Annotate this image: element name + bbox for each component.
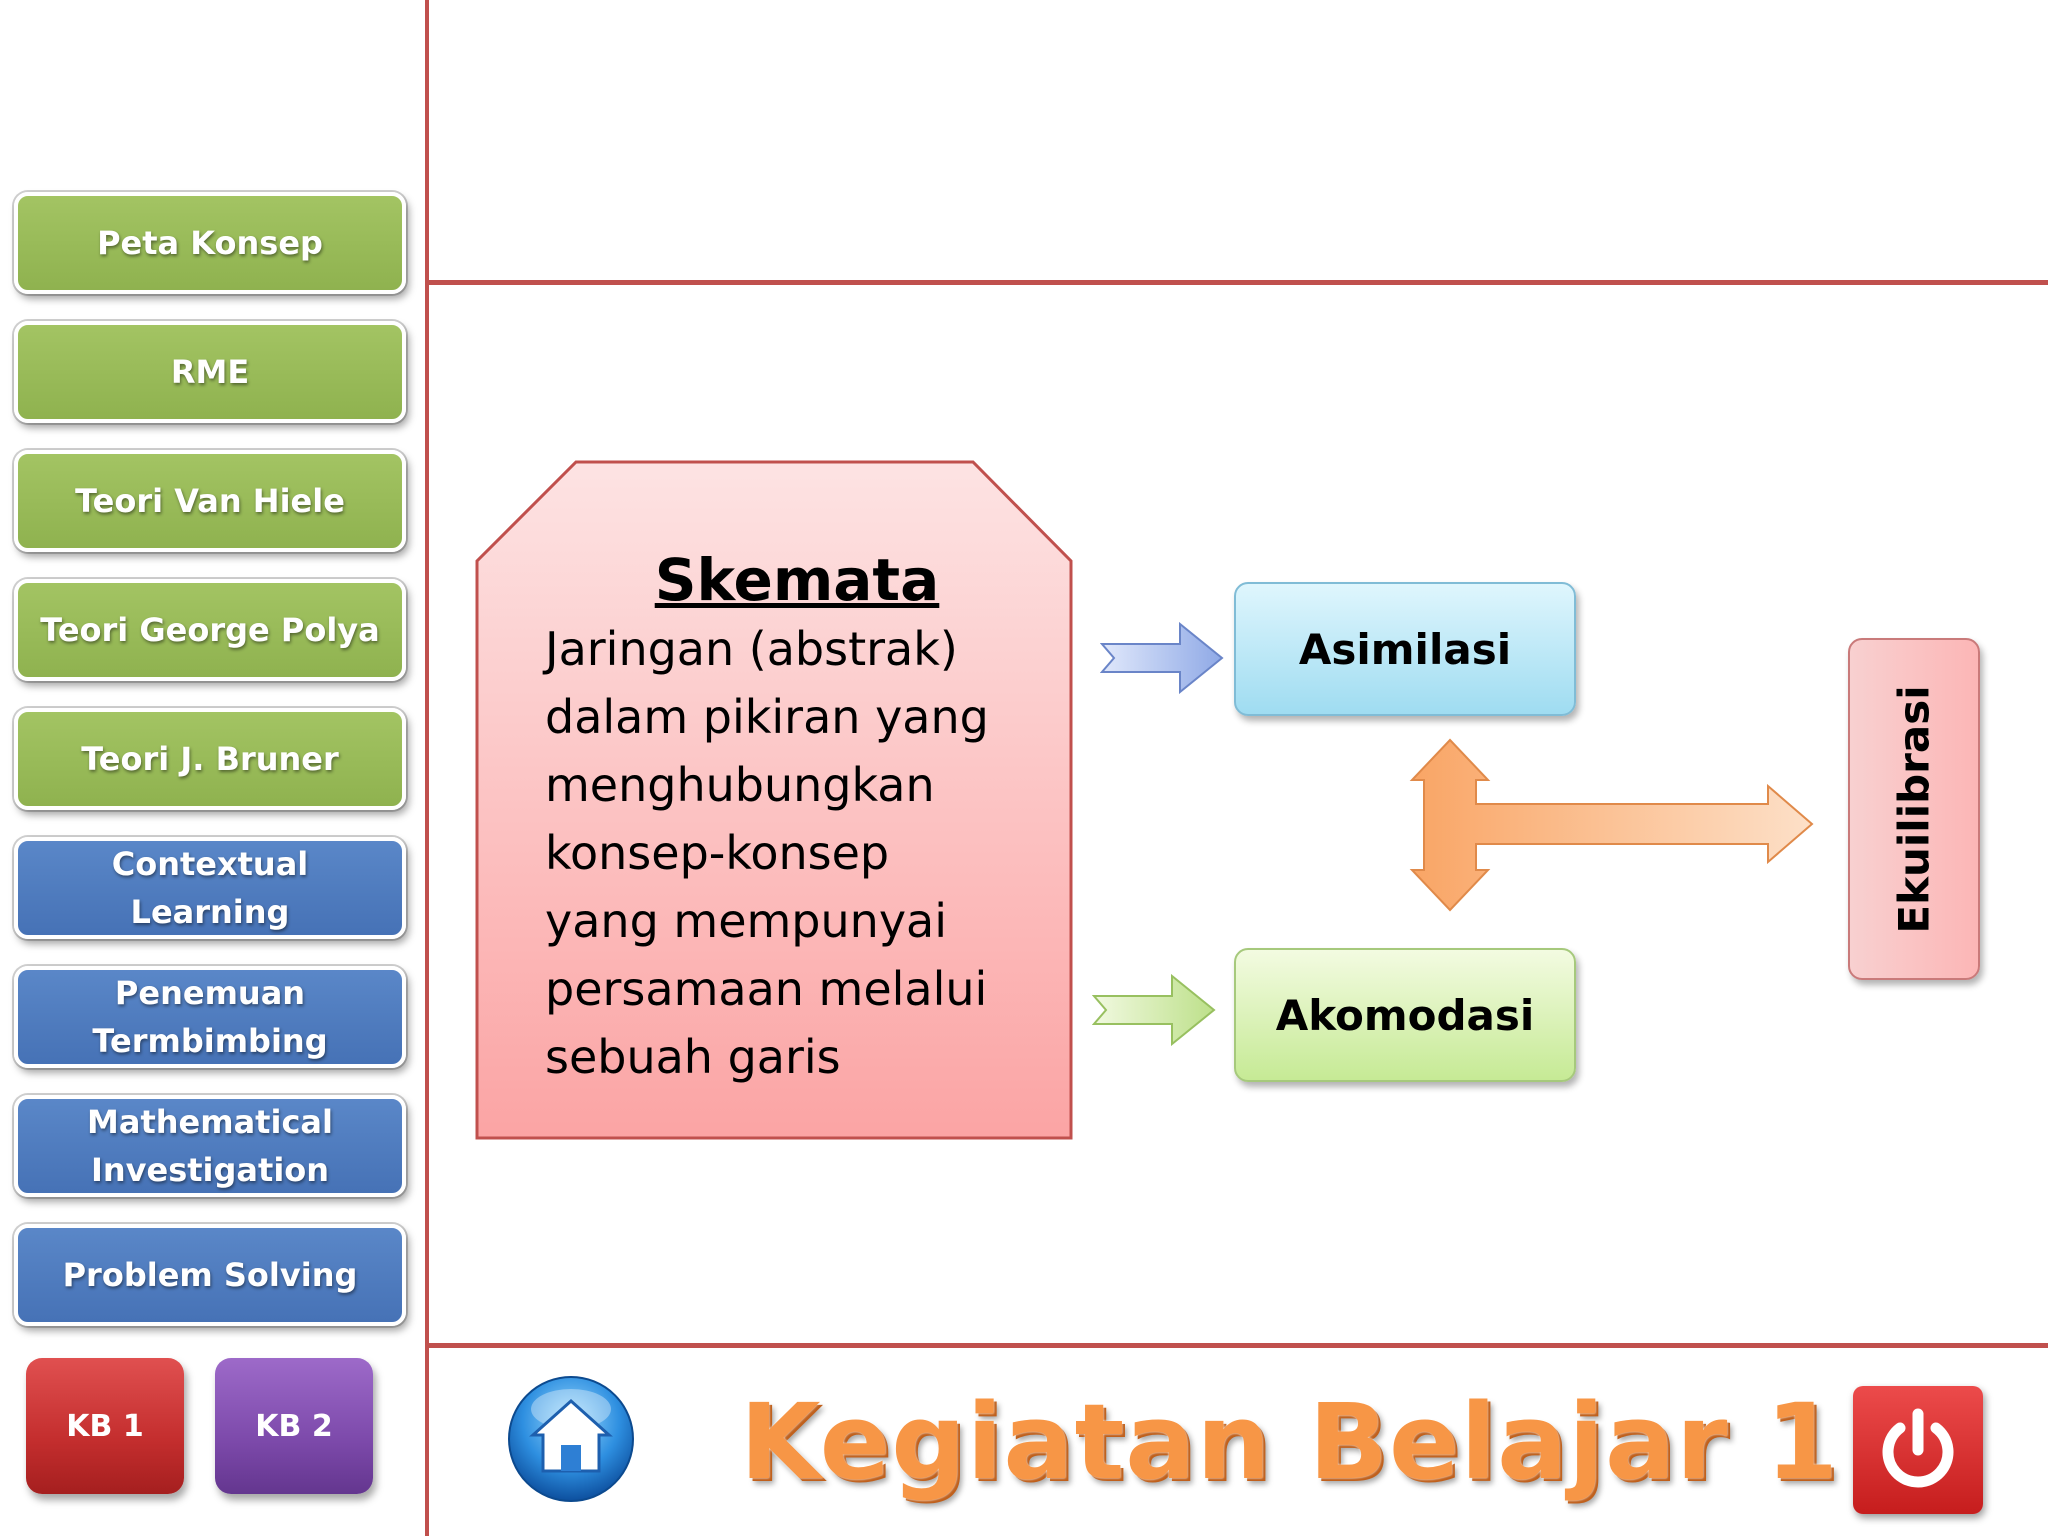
akomodasi-box: Akomodasi (1234, 948, 1576, 1082)
nav-problem-solving[interactable]: Problem Solving (14, 1224, 406, 1326)
kb2-button[interactable]: KB 2 (215, 1358, 373, 1494)
skemata-line: dalam pikiran yang (545, 690, 989, 744)
nav-peta-konsep[interactable]: Peta Konsep (14, 192, 406, 294)
nav-teori-george-polya[interactable]: Teori George Polya (14, 579, 406, 681)
home-icon[interactable] (505, 1373, 637, 1505)
nav-teori-j-bruner[interactable]: Teori J. Bruner (14, 708, 406, 810)
arrow-to-asimilasi-icon (1100, 622, 1224, 694)
nav-contextual-learning[interactable]: Contextual Learning (14, 837, 406, 939)
page-title: Kegiatan Belajar 1 (740, 1381, 1840, 1503)
arrow-to-akomodasi-icon (1092, 974, 1216, 1046)
skemata-line: yang mempunyai (545, 894, 948, 948)
equilibration-arrow-icon (1409, 738, 1814, 912)
footer-divider (429, 1343, 2048, 1348)
asimilasi-box: Asimilasi (1234, 582, 1576, 716)
ekuilibrasi-label: Ekuilibrasi (1889, 684, 1939, 934)
skemata-line: sebuah garis (545, 1030, 841, 1084)
akomodasi-label: Akomodasi (1275, 990, 1535, 1040)
kb1-button[interactable]: KB 1 (26, 1358, 184, 1494)
nav-penemuan-termbimbing[interactable]: Penemuan Termbimbing (14, 966, 406, 1068)
header-divider (429, 280, 2048, 285)
asimilasi-label: Asimilasi (1298, 624, 1512, 674)
sidebar-divider (425, 0, 429, 1536)
ekuilibrasi-box: Ekuilibrasi (1848, 638, 1980, 980)
skemata-description: Jaringan (abstrak) dalam pikiran yang me… (545, 615, 1045, 1091)
power-icon (1882, 1408, 1954, 1488)
skemata-title: Skemata (654, 546, 940, 614)
skemata-line: Jaringan (abstrak) (545, 622, 958, 676)
skemata-line: persamaan melalui (545, 962, 988, 1016)
skemata-line: menghubungkan (545, 758, 935, 812)
nav-teori-van-hiele[interactable]: Teori Van Hiele (14, 450, 406, 552)
skemata-line: konsep-konsep (545, 826, 890, 880)
nav-mathematical-investigation[interactable]: Mathematical Investigation (14, 1095, 406, 1197)
nav-rme[interactable]: RME (14, 321, 406, 423)
skemata-content: Skemata Jaringan (abstrak) dalam pikiran… (545, 545, 1045, 1091)
power-button[interactable] (1853, 1386, 1983, 1514)
skemata-shape (475, 460, 1073, 1140)
